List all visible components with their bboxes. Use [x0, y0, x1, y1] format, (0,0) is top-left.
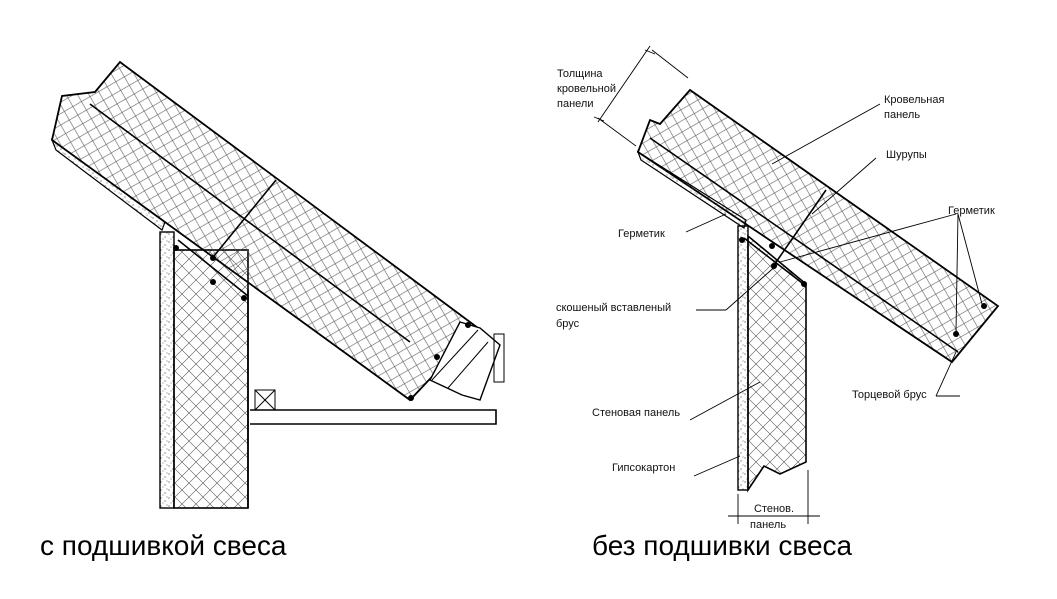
label-end-beam: Торцевой брус	[852, 389, 927, 401]
label-wall-panel: Стеновая панель	[592, 407, 680, 419]
label-thickness-1: Толщина	[557, 68, 603, 80]
left-roof-panel	[50, 60, 480, 402]
label-thickness-3: панели	[557, 98, 593, 110]
label-sealant-left: Герметик	[618, 228, 665, 240]
label-screws: Шурупы	[886, 149, 927, 161]
left-wall-panel	[173, 249, 249, 509]
label-roof-panel-1: Кровельная	[884, 94, 944, 106]
label-bevel-2: брус	[556, 318, 580, 330]
label-roof-panel-2: панель	[884, 109, 920, 121]
label-wall-dim-2: панель	[750, 519, 786, 531]
left-drywall	[159, 231, 175, 509]
left-caption: с подшивкой свеса	[40, 530, 287, 561]
label-sealant-right: Герметик	[948, 205, 995, 217]
label-bevel-1: скошеный вставленый	[556, 302, 671, 314]
right-roof-panel	[636, 88, 1000, 364]
label-thickness-2: кровельной	[557, 83, 616, 95]
right-caption: без подшивки свеса	[592, 530, 853, 561]
right-wall-panel	[747, 234, 807, 493]
left-drawing: с подшивкой свеса	[40, 60, 505, 561]
right-drawing: Толщина кровельной панели Кровельная пан…	[556, 45, 1000, 561]
right-drywall	[737, 225, 749, 491]
label-wall-dim-1: Стенов.	[754, 503, 794, 515]
label-drywall: Гипсокартон	[612, 462, 675, 474]
